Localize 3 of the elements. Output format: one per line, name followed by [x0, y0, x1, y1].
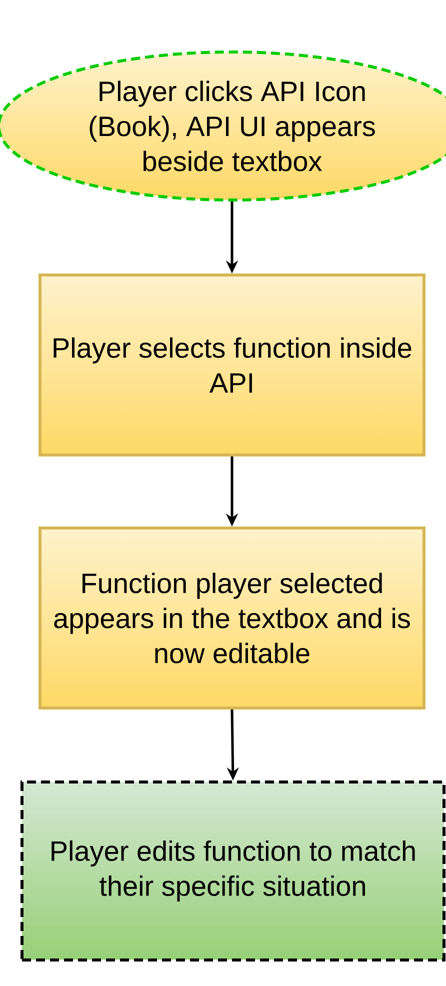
process-box: Function player selected appears in the textbox and is now editable — [38, 526, 426, 710]
process-box: Player edits function to match their specific situation — [20, 780, 446, 962]
process-box: Player selects function inside API — [38, 274, 426, 456]
